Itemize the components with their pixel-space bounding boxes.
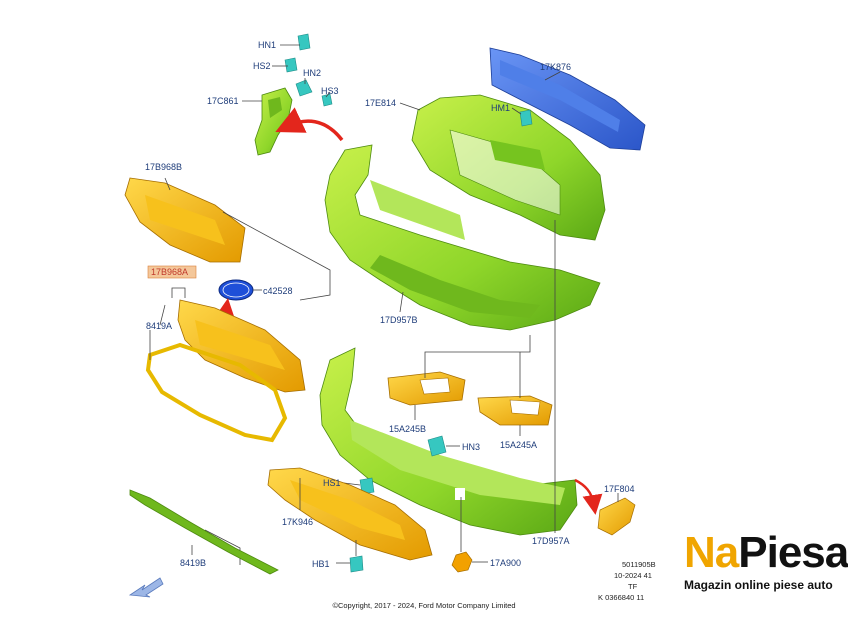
label-8419b: 8419B bbox=[180, 558, 206, 568]
grille-upper-17b968b bbox=[124, 177, 246, 263]
bumper-cover-lower-17d957a bbox=[319, 347, 578, 536]
label-17a900: 17A900 bbox=[490, 558, 521, 568]
label-17e814: 17E814 bbox=[365, 98, 396, 108]
label-hb1: HB1 bbox=[312, 559, 330, 569]
bezel-15a245a bbox=[477, 395, 553, 426]
bumper-cover-upper-17d957b bbox=[324, 144, 601, 331]
label-hs1: HS1 bbox=[323, 478, 341, 488]
label-hm1: HM1 bbox=[491, 103, 510, 113]
bracket-17f804 bbox=[597, 497, 636, 536]
label-15a245a: 15A245A bbox=[500, 440, 537, 450]
label-17c861: 17C861 bbox=[207, 96, 239, 106]
ref-line-4: K 0366840 11 bbox=[598, 593, 645, 602]
clip-hn1 bbox=[297, 33, 311, 51]
label-hs3: HS3 bbox=[321, 86, 339, 96]
grille-lower-17b968a bbox=[177, 299, 306, 393]
label-17b968b: 17B968B bbox=[145, 162, 182, 172]
label-17k876: 17K876 bbox=[540, 62, 571, 72]
label-hn3: HN3 bbox=[462, 442, 480, 452]
diagram-reference-info: 5011905B 10-2024 41 TF K 0366840 11 bbox=[598, 559, 656, 603]
label-17d957b: 17D957B bbox=[380, 315, 418, 325]
clip-hs2 bbox=[284, 57, 298, 73]
energy-absorber-17k876 bbox=[489, 47, 646, 151]
label-17d957a: 17D957A bbox=[532, 536, 570, 546]
ford-emblem-icon bbox=[218, 279, 254, 301]
brand-na: Na bbox=[684, 528, 739, 577]
ref-line-3: TF bbox=[628, 582, 638, 591]
label-hn1: HN1 bbox=[258, 40, 276, 50]
bracket-17c861 bbox=[254, 87, 293, 156]
red-arrow-right bbox=[574, 478, 603, 515]
clip-hb1 bbox=[349, 555, 364, 573]
plug-17a900 bbox=[451, 551, 473, 573]
label-17k946: 17K946 bbox=[282, 517, 313, 527]
label-hn2: HN2 bbox=[303, 68, 321, 78]
lower-grille-17k946 bbox=[267, 467, 433, 561]
label-17f804: 17F804 bbox=[604, 484, 635, 494]
label-hs2: HS2 bbox=[253, 61, 271, 71]
clip-hm1 bbox=[519, 109, 533, 127]
view-direction-arrow-icon bbox=[128, 577, 164, 598]
clip-hn2 bbox=[295, 79, 313, 97]
label-c42528: c42528 bbox=[263, 286, 293, 296]
napiesa-logo: NaPiesa Magazin online piese auto bbox=[684, 528, 848, 593]
copyright-text: ©Copyright, 2017 - 2024, Ford Motor Comp… bbox=[332, 601, 516, 610]
clip-hn3 bbox=[427, 435, 447, 457]
brand-piesa: Piesa bbox=[738, 528, 848, 577]
label-17b968a: 17B968A bbox=[151, 267, 188, 277]
ref-line-2: 10-2024 41 bbox=[614, 571, 652, 580]
label-8419a: 8419A bbox=[146, 321, 172, 331]
label-15a245b: 15A245B bbox=[389, 424, 426, 434]
red-arrow-top bbox=[275, 107, 344, 142]
bezel-15a245b bbox=[387, 371, 466, 406]
clip-hs3 bbox=[321, 93, 333, 107]
bumper-reinforcement-17e814 bbox=[411, 94, 606, 241]
brand-logo: NaPiesa bbox=[684, 528, 848, 577]
moulding-8419b bbox=[129, 489, 279, 575]
ref-line-1: 5011905B bbox=[622, 560, 656, 569]
clip-hs1 bbox=[359, 477, 375, 495]
label-box-17b968a bbox=[147, 265, 197, 279]
grille-frame-8419a bbox=[145, 342, 288, 443]
brand-tagline: Magazin online piese auto bbox=[684, 578, 833, 592]
